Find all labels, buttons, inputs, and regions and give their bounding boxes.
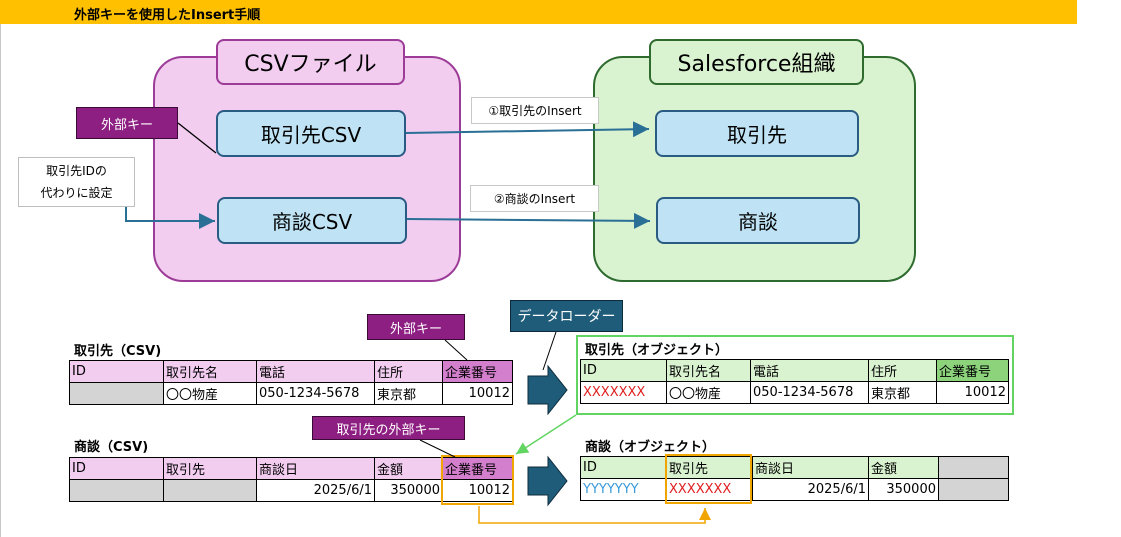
object-fk-highlight bbox=[665, 454, 752, 504]
cell: 2025/6/1 bbox=[752, 478, 869, 501]
account-sf-node: 取引先 bbox=[655, 110, 859, 157]
cell bbox=[69, 479, 164, 502]
account-csv-label: 取引先（CSV) bbox=[74, 344, 162, 359]
header-cell: ID bbox=[69, 360, 164, 383]
account-csv-table: ID 取引先名 電話 住所 企業番号 〇〇物産 050-1234-5678 東京… bbox=[69, 360, 513, 405]
header-cell: 電話 bbox=[750, 359, 869, 382]
salesforce-org-group bbox=[593, 56, 916, 282]
opportunity-csv-table: ID 取引先 商談日 金額 企業番号 2025/6/1 350000 10012 bbox=[69, 457, 513, 502]
table-header-row: ID 取引先名 電話 住所 企業番号 bbox=[580, 359, 1009, 382]
header-cell: 金額 bbox=[868, 456, 939, 479]
header-cell: 企業番号 bbox=[936, 359, 1009, 382]
header-cell: ID bbox=[580, 456, 667, 479]
step1-label: ①取引先のInsert bbox=[471, 97, 599, 124]
table-row: YYYYYYY XXXXXXX 2025/6/1 350000 bbox=[580, 478, 1009, 501]
account-csv-node: 取引先CSV bbox=[216, 110, 406, 157]
table-header-row: ID 取引先 商談日 金額 bbox=[580, 456, 1009, 479]
csv-group-title: CSVファイル bbox=[216, 39, 405, 85]
cell bbox=[938, 478, 1009, 501]
account-object-frame bbox=[576, 335, 1014, 415]
header-cell: 取引先 bbox=[163, 457, 257, 480]
opportunity-sf-node: 商談 bbox=[656, 197, 860, 244]
cell: 東京都 bbox=[374, 382, 443, 405]
note-line-2: 代わりに設定 bbox=[40, 186, 113, 200]
header-cell: 商談日 bbox=[752, 456, 869, 479]
header-cell bbox=[938, 456, 1009, 479]
header-cell: 金額 bbox=[374, 457, 443, 480]
csv-fk-highlight bbox=[441, 455, 514, 505]
table-header-row: ID 取引先 商談日 金額 企業番号 bbox=[69, 457, 513, 480]
cell: 〇〇物産 bbox=[163, 382, 257, 405]
sf-group-title: Salesforce組織 bbox=[649, 39, 864, 85]
header-cell: 取引先名 bbox=[163, 360, 257, 383]
title-bar bbox=[0, 0, 1077, 24]
cell bbox=[69, 382, 164, 405]
foreign-key-tag: 外部キー bbox=[76, 107, 178, 139]
opportunity-object-label: 商談（オブジェクト） bbox=[585, 440, 716, 455]
data-loader-callout: データローダー bbox=[510, 300, 623, 332]
cell: 050-1234-5678 bbox=[750, 381, 869, 404]
cell: XXXXXXX bbox=[580, 381, 667, 404]
opportunity-csv-node: 商談CSV bbox=[217, 197, 407, 244]
opportunity-csv-label: 商談（CSV) bbox=[74, 440, 149, 455]
note-line-1: 取引先IDの bbox=[46, 164, 107, 178]
cell: 350000 bbox=[374, 479, 443, 502]
header-cell: ID bbox=[69, 457, 164, 480]
table-row: XXXXXXX 〇〇物産 050-1234-5678 東京都 10012 bbox=[580, 381, 1009, 404]
account-object-label: 取引先（オブジェクト） bbox=[585, 343, 729, 358]
sheet-edge-line bbox=[0, 24, 1, 537]
cell: YYYYYYY bbox=[580, 478, 667, 501]
cell: 10012 bbox=[442, 479, 513, 502]
header-cell: 取引先名 bbox=[666, 359, 751, 382]
note-box: 取引先IDの 代わりに設定 bbox=[18, 157, 135, 207]
cell bbox=[163, 479, 257, 502]
header-cell: 商談日 bbox=[256, 457, 375, 480]
table-row: 〇〇物産 050-1234-5678 東京都 10012 bbox=[69, 382, 513, 405]
opportunity-object-table: ID 取引先 商談日 金額 YYYYYYY XXXXXXX 2025/6/1 3… bbox=[580, 456, 1009, 501]
header-cell: 電話 bbox=[256, 360, 375, 383]
cell: 東京都 bbox=[868, 381, 937, 404]
cell: 〇〇物産 bbox=[666, 381, 751, 404]
csv-file-group bbox=[153, 56, 461, 282]
cell: 350000 bbox=[868, 478, 939, 501]
table-row: 2025/6/1 350000 10012 bbox=[69, 479, 513, 502]
account-foreign-key-callout: 取引先の外部キー bbox=[312, 416, 465, 440]
header-cell: 住所 bbox=[374, 360, 443, 383]
cell: 10012 bbox=[936, 381, 1009, 404]
table-header-row: ID 取引先名 電話 住所 企業番号 bbox=[69, 360, 513, 383]
cell: 050-1234-5678 bbox=[256, 382, 375, 405]
header-cell: ID bbox=[580, 359, 667, 382]
foreign-key-callout: 外部キー bbox=[367, 314, 465, 340]
step2-label: ②商談のInsert bbox=[470, 185, 599, 212]
cell: 10012 bbox=[442, 382, 513, 405]
page-title: 外部キーを使用したInsert手順 bbox=[74, 8, 261, 23]
header-cell: 企業番号 bbox=[442, 360, 513, 383]
header-cell: 住所 bbox=[868, 359, 937, 382]
header-cell: 企業番号 bbox=[442, 457, 513, 480]
cell: 2025/6/1 bbox=[256, 479, 375, 502]
account-object-table: ID 取引先名 電話 住所 企業番号 XXXXXXX 〇〇物産 050-1234… bbox=[580, 359, 1009, 404]
